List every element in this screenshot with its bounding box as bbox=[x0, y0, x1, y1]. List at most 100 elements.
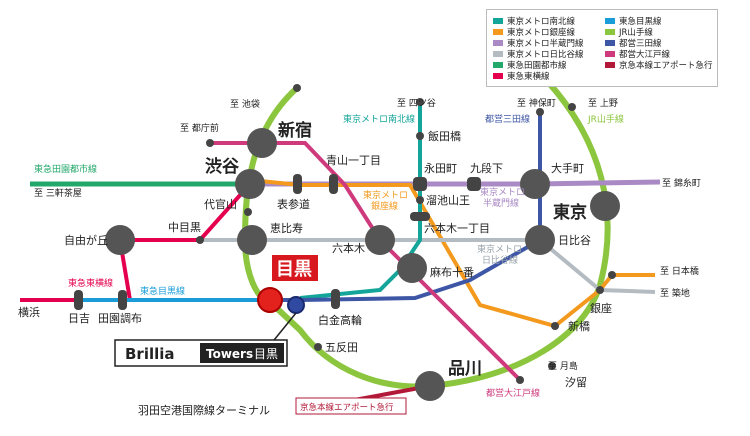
legend-col-right: 東急目黒線 JR山手線 都営三田線 都営大江戸線 京急本線エアポート急行 bbox=[605, 15, 713, 71]
line-label-yamanote: JR山手線 bbox=[587, 113, 624, 125]
station-aoyama: 青山一丁目 bbox=[326, 154, 381, 167]
line-label-ginza2: 銀座線 bbox=[371, 200, 398, 212]
legend-item: 都営大江戸線 bbox=[605, 48, 713, 60]
shiodome-dot bbox=[516, 376, 524, 384]
jiyugaoka-node bbox=[105, 225, 135, 255]
line-label-ginza1: 東京メトロ bbox=[363, 189, 408, 201]
station-nagatacho: 永田町 bbox=[424, 161, 457, 175]
station-otemachi: 大手町 bbox=[551, 161, 584, 175]
station-gotanda: 五反田 bbox=[325, 341, 358, 354]
legend-label: 都営三田線 bbox=[619, 38, 662, 49]
yamanote-line bbox=[241, 85, 300, 303]
legend-item: 東京メトロ南北線 bbox=[493, 15, 584, 27]
tameike-dot bbox=[416, 196, 424, 204]
dir-ueno: 至 上野 bbox=[588, 98, 618, 109]
roppongi-node bbox=[365, 225, 395, 255]
brillia-brand: Brillia bbox=[125, 345, 175, 363]
dir-nihonbashi: 至 日本橋 bbox=[660, 265, 699, 277]
legend-item: JR山手線 bbox=[605, 26, 713, 38]
line-label-meguro: 東急目黒線 bbox=[140, 285, 185, 297]
station-omotesando: 表参道 bbox=[277, 197, 310, 211]
legend-item: 東京メトロ銀座線 bbox=[493, 26, 584, 38]
station-shinagawa: 品川 bbox=[448, 359, 482, 379]
station-tokyo: 東京 bbox=[553, 202, 587, 223]
dir-ikebukuro: 至 池袋 bbox=[230, 98, 260, 110]
shinagawa-node bbox=[415, 371, 445, 401]
towers-tag bbox=[200, 343, 284, 363]
dir-yotsuya: 至 四ツ谷 bbox=[397, 98, 436, 109]
legend-col-left: 東京メトロ南北線 東京メトロ銀座線 東京メトロ半蔵門線 東京メトロ日比谷線 東急… bbox=[493, 15, 584, 82]
otemachi-node bbox=[520, 169, 550, 199]
legend-label: 東京メトロ南北線 bbox=[507, 16, 576, 27]
keikyu-label-box bbox=[295, 397, 407, 415]
tsukishima-dot bbox=[548, 362, 556, 370]
legend-item: 東急東横線 bbox=[493, 70, 584, 82]
legend-swatch bbox=[493, 39, 503, 46]
station-shinjuku: 新宿 bbox=[278, 120, 312, 141]
jimbocho-dot bbox=[536, 108, 544, 116]
ueno-dot bbox=[568, 103, 576, 111]
daikanyama-dot bbox=[244, 208, 252, 216]
kudanshita-marker bbox=[467, 177, 481, 191]
legend-item: 東急田園都市線 bbox=[493, 59, 584, 71]
legend-swatch bbox=[493, 72, 503, 79]
nagatacho-marker bbox=[413, 177, 427, 191]
dir-tochomae: 至 都庁前 bbox=[180, 122, 219, 134]
aoyama-marker bbox=[329, 174, 338, 194]
station-iidabashi: 飯田橋 bbox=[428, 129, 461, 143]
line-label-hanzomon1: 東京メトロ bbox=[480, 186, 525, 198]
shibuya-node bbox=[235, 169, 265, 199]
yotsuya-dot bbox=[416, 98, 424, 106]
meguro-node bbox=[257, 287, 283, 313]
station-shiodome: 汐留 bbox=[565, 375, 587, 389]
nakameguro-dot bbox=[196, 236, 204, 244]
line-label-namboku: 東京メトロ南北線 bbox=[343, 113, 415, 125]
legend-item: 京急本線エアポート急行 bbox=[605, 59, 713, 71]
line-label-denentoshi: 東急田園都市線 bbox=[34, 163, 97, 175]
legend-swatch bbox=[493, 61, 503, 68]
legend-label: 京急本線エアポート急行 bbox=[619, 60, 713, 71]
station-shibuya: 渋谷 bbox=[205, 156, 240, 177]
azabu-node bbox=[397, 253, 427, 283]
line-label-hanzomon2: 半蔵門線 bbox=[483, 197, 519, 209]
line-label-hibiya2: 日比谷線 bbox=[482, 254, 518, 266]
legend-box: 東京メトロ南北線 東京メトロ銀座線 東京メトロ半蔵門線 東京メトロ日比谷線 東急… bbox=[486, 9, 718, 87]
legend-item: 都営三田線 bbox=[605, 37, 713, 49]
station-hiyoshi: 日吉 bbox=[68, 312, 90, 325]
hiyoshi-marker bbox=[74, 290, 83, 310]
legend-label: 東京メトロ銀座線 bbox=[507, 27, 576, 38]
line-label-toyoko: 東急東横線 bbox=[68, 277, 113, 289]
station-shirokane: 白金高輪 bbox=[318, 313, 362, 327]
shinjuku-node bbox=[247, 128, 277, 158]
line-label-hibiya1: 東京メトロ bbox=[477, 243, 522, 255]
yamanote-line-east bbox=[265, 79, 611, 390]
ikebukuro-dot bbox=[293, 84, 301, 92]
gotanda-dot bbox=[314, 343, 322, 351]
legend-swatch bbox=[493, 17, 503, 24]
shinbashi-dot bbox=[551, 322, 559, 330]
station-ginza: 銀座 bbox=[590, 301, 612, 315]
station-azabu: 麻布十番 bbox=[430, 265, 474, 279]
tokyo-node bbox=[590, 191, 620, 221]
legend-swatch bbox=[605, 61, 615, 68]
station-nakameguro: 中目黒 bbox=[168, 221, 201, 234]
station-yokohama: 横浜 bbox=[18, 305, 40, 319]
legend-label: 東急東横線 bbox=[507, 71, 550, 82]
station-jiyugaoka: 自由が丘 bbox=[64, 233, 108, 247]
tochomae-dot bbox=[206, 139, 214, 147]
legend-swatch bbox=[605, 39, 615, 46]
legend-label: 東京メトロ半蔵門線 bbox=[507, 38, 584, 49]
station-kudanshita: 九段下 bbox=[470, 161, 503, 175]
line-label-oedo: 都営大江戸線 bbox=[486, 387, 540, 399]
station-denen: 田園調布 bbox=[98, 311, 142, 325]
station-tameike: 溜池山王 bbox=[426, 193, 470, 207]
mita-line bbox=[130, 112, 542, 302]
ginza-line bbox=[249, 178, 655, 329]
legend-swatch bbox=[493, 50, 503, 57]
legend-item: 東急目黒線 bbox=[605, 15, 713, 27]
towers-city: 目黒 bbox=[254, 347, 278, 361]
denen-marker bbox=[118, 290, 127, 310]
station-roppongi1: 六本木一丁目 bbox=[424, 221, 490, 235]
legend-swatch bbox=[605, 50, 615, 57]
